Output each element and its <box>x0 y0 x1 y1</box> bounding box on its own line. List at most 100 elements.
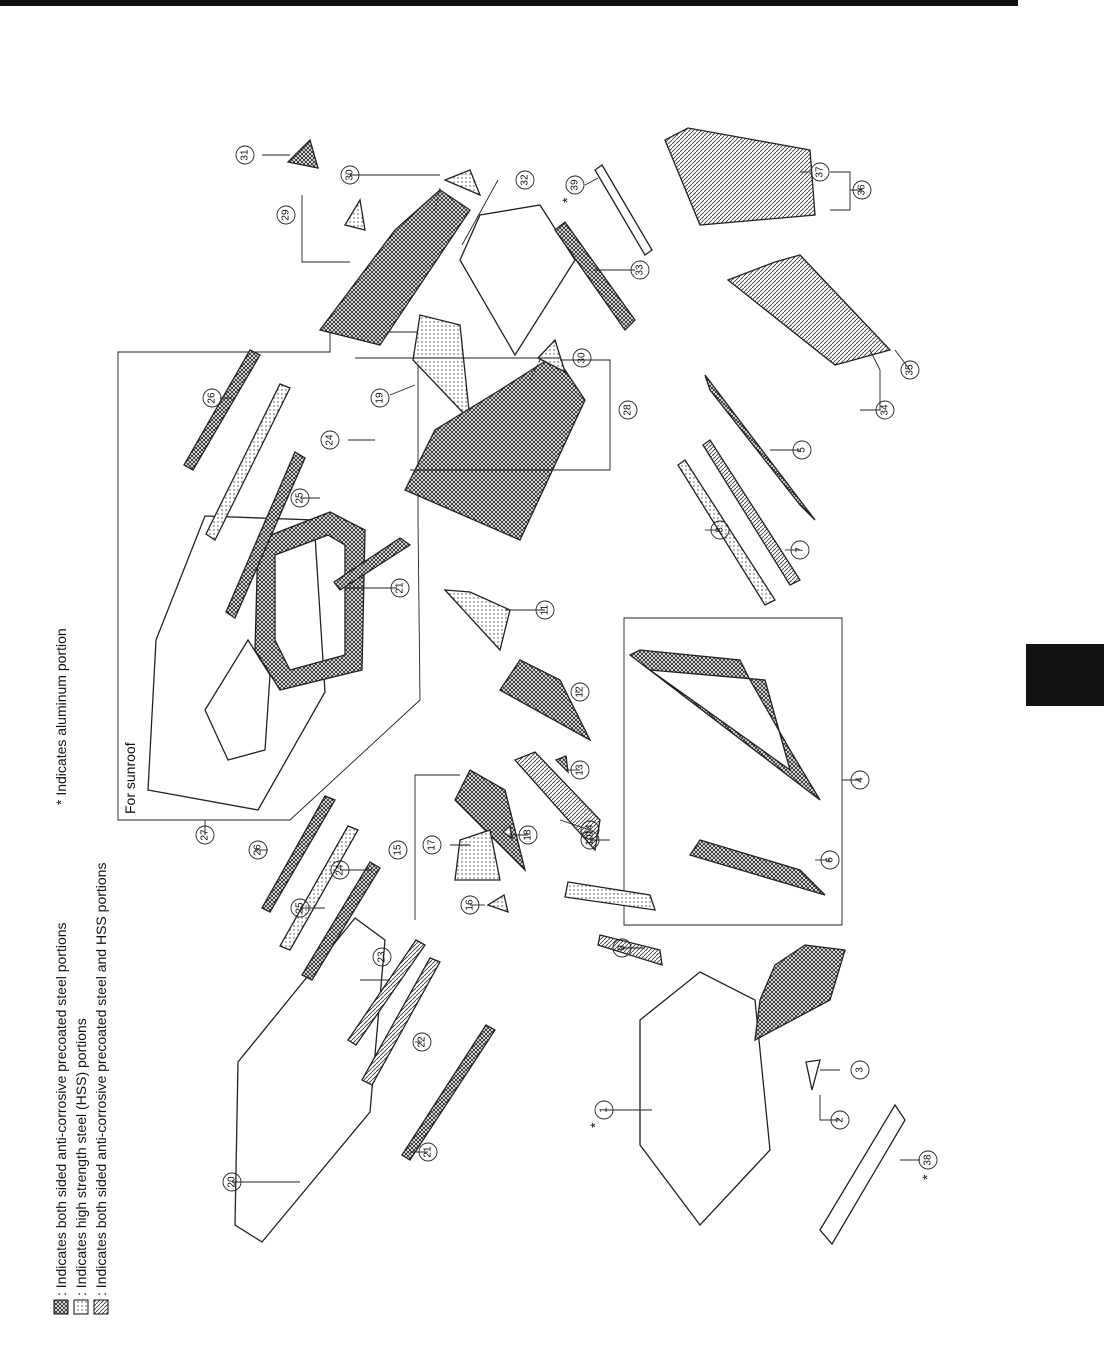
callout-9: 9 <box>612 938 632 958</box>
sunroof-label: For sunroof <box>122 742 138 814</box>
callout-25-number: 25 <box>295 902 306 914</box>
callout-23-number: 23 <box>377 951 388 963</box>
callout-13-number: 13 <box>575 764 586 776</box>
dashed-link <box>434 187 441 211</box>
callout-26: 26 <box>248 840 268 860</box>
callout-1: 1 <box>594 1100 614 1120</box>
legend-swatch-dense-cross <box>53 1299 69 1315</box>
aluminum-note: * Indicates aluminum portion <box>53 628 69 805</box>
callout-30: 30 <box>340 165 360 185</box>
callout-9-number: 9 <box>617 945 628 951</box>
callout-8-number: 8 <box>715 527 726 533</box>
callout-29: 29 <box>276 205 296 225</box>
callout-26-sunroof-number: 26 <box>207 392 218 404</box>
roof-panel <box>234 917 386 1243</box>
callout-16: 16 <box>460 895 480 915</box>
callout-28-number: 28 <box>623 404 634 416</box>
callout-21: 21 <box>418 1142 438 1162</box>
callout-17: 17 <box>422 835 442 855</box>
rear-bumper-reinforcement <box>594 164 653 256</box>
callout-34-number: 34 <box>880 404 891 416</box>
rear-fender-lh <box>404 354 586 541</box>
callout-11: 11 <box>535 600 555 620</box>
legend-text-precoated-hss: : Indicates both sided anti-corrosive pr… <box>93 863 109 1296</box>
callout-18: 18 <box>518 825 538 845</box>
fender-bracket <box>343 198 366 231</box>
tail-finisher <box>286 138 319 169</box>
callout-11-number: 11 <box>540 604 551 615</box>
callout-3-number: 3 <box>855 1067 866 1073</box>
callout-26-sunroof: 26 <box>202 388 222 408</box>
small-bracket <box>501 824 513 840</box>
callout-16-number: 16 <box>465 899 476 911</box>
callout-31-number: 31 <box>240 149 251 161</box>
callout-33: 33 <box>630 260 650 280</box>
callout-20: 20 <box>222 1172 242 1192</box>
callout-15: 15 <box>388 840 408 860</box>
callout-24-sunroof-number: 24 <box>325 434 336 446</box>
callout-34: 34 <box>875 400 895 420</box>
callout-22-number: 22 <box>417 1036 428 1048</box>
callout-35: 35 <box>900 360 920 380</box>
callout-33-number: 33 <box>635 264 646 276</box>
apron-lower <box>513 751 601 852</box>
front-side-member <box>443 589 511 652</box>
callout-35-number: 35 <box>905 364 916 376</box>
rear-fender-rh <box>318 189 471 346</box>
sunroof-opening <box>204 638 271 761</box>
leader-lines <box>204 154 920 1183</box>
fender-extension-lower <box>536 338 567 374</box>
callout-27: 27 <box>195 825 215 845</box>
callout-7: 7 <box>790 540 810 560</box>
callout-30-lower: 30 <box>572 348 592 368</box>
sunroof-group: For sunroof <box>117 331 421 821</box>
legend-swatch-diagonal-hatch <box>93 1299 109 1315</box>
header-rule <box>0 0 1018 6</box>
callout-22: 22 <box>412 1032 432 1052</box>
callout-19-number: 19 <box>375 392 386 404</box>
callout-32: 32 <box>515 170 535 190</box>
callout-32-number: 32 <box>520 174 531 186</box>
roof-rails <box>183 349 496 1161</box>
callout-5: 5 <box>792 440 812 460</box>
callout-12: 12 <box>570 682 590 702</box>
callout-26-number: 26 <box>253 844 264 856</box>
callout-13: 13 <box>570 760 590 780</box>
callout-21-number: 21 <box>423 1146 434 1158</box>
callout-38: 38 <box>918 1150 938 1170</box>
callout-19: 19 <box>370 388 390 408</box>
dashed-link <box>529 359 541 381</box>
aluminum-asterisk: * <box>559 197 575 203</box>
aluminum-asterisk: * <box>919 1174 935 1180</box>
center-pillar-inner <box>688 839 826 896</box>
callout-25-sunroof: 25 <box>290 488 310 508</box>
callout-36: 36 <box>852 180 872 200</box>
callout-2-number: 2 <box>835 1117 846 1123</box>
hood <box>639 971 771 1227</box>
callout-23: 23 <box>372 947 392 967</box>
callout-24-number: 24 <box>335 864 346 876</box>
callout-39: 39 <box>565 175 585 195</box>
fender-extension <box>443 169 482 197</box>
callout-38-number: 38 <box>923 1154 934 1166</box>
hoodledge-assy <box>454 769 527 873</box>
legend-text-precoated: : Indicates both sided anti-corrosive pr… <box>53 922 69 1296</box>
callout-27-number: 27 <box>200 829 211 841</box>
callout-25: 25 <box>290 898 310 918</box>
callout-1-number: 1 <box>599 1107 610 1113</box>
callout-17-number: 17 <box>427 839 438 851</box>
front-fender <box>754 944 846 1042</box>
front-door <box>726 254 892 366</box>
callout-30-lower-number: 30 <box>577 352 588 364</box>
front-pillar-upper <box>597 934 663 966</box>
bumper-reinforcement <box>819 1103 906 1246</box>
hoodledge-bracket <box>486 893 509 914</box>
sill-inner-upper <box>677 459 776 606</box>
rear-wheelhouse <box>412 314 471 422</box>
aluminum-asterisk: * <box>587 1122 603 1128</box>
callout-10: 10 <box>580 830 600 850</box>
legend-text-hss: : Indicates high strength steel (HSS) po… <box>73 1018 89 1296</box>
callout-6: 6 <box>820 850 840 870</box>
callout-21-sunroof-number: 21 <box>395 582 406 594</box>
